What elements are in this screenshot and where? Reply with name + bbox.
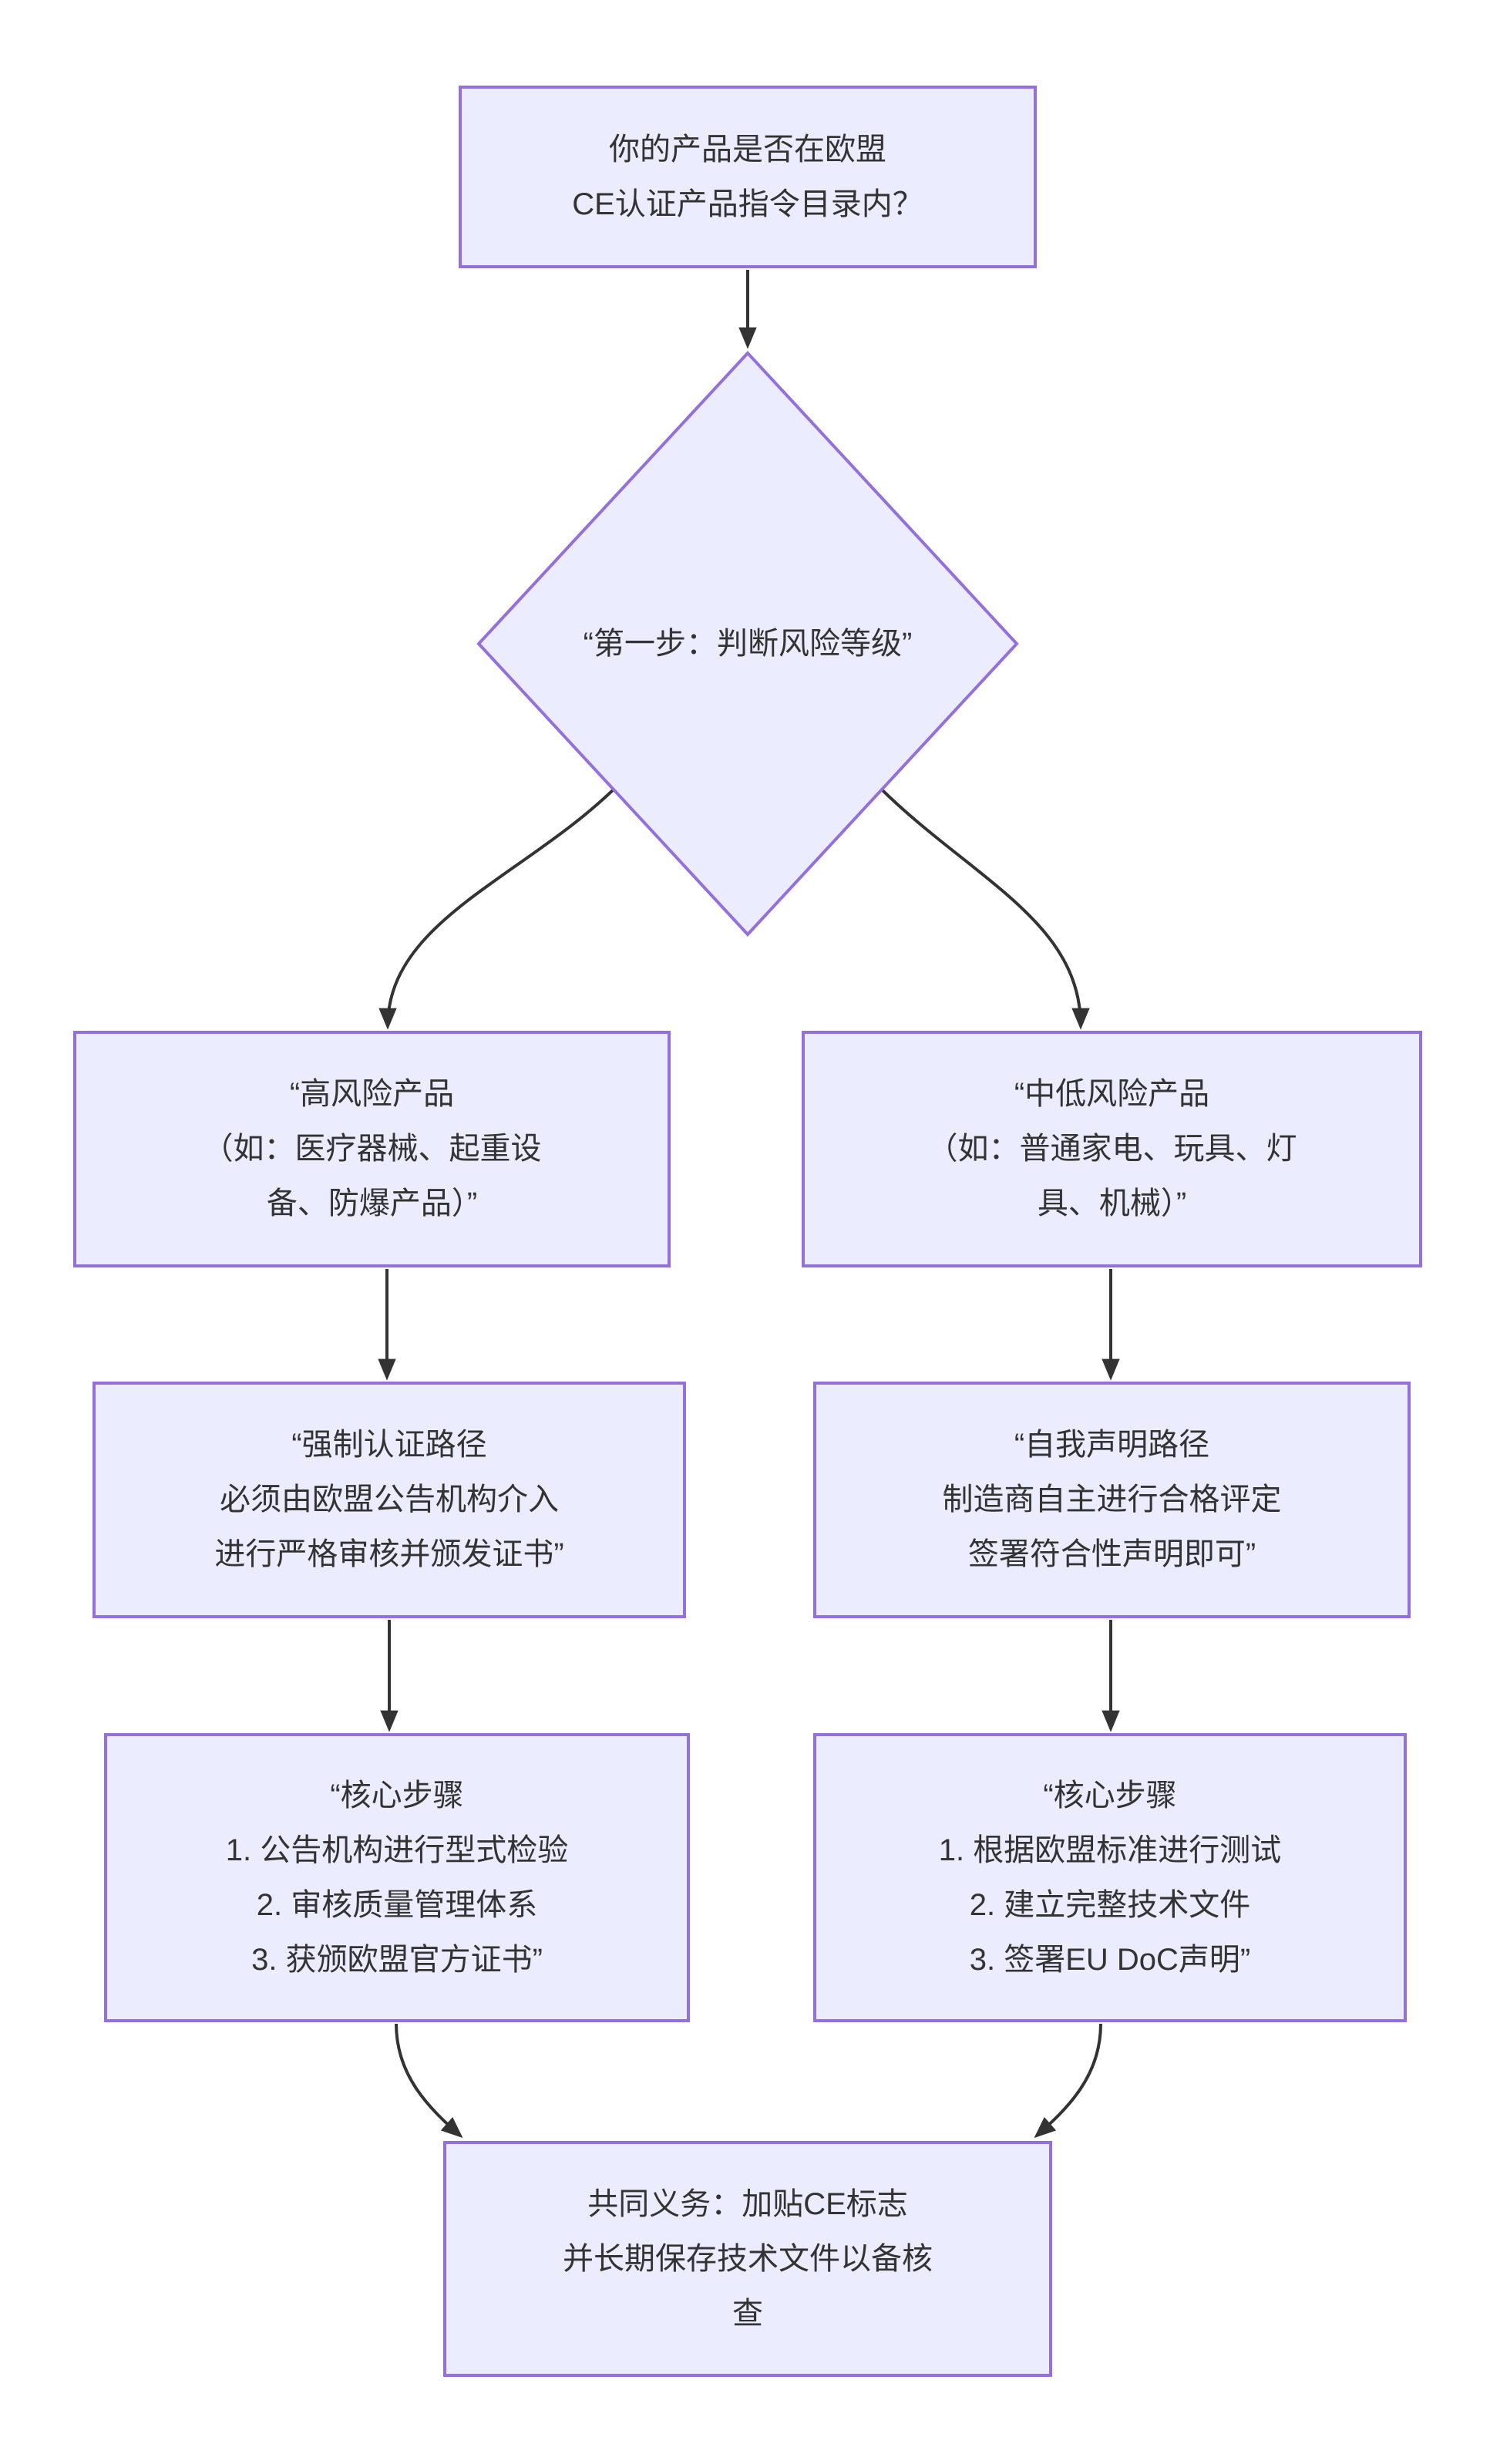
node-low-risk: “中低风险产品 （如：普通家电、玩具、灯具、机械）” [802, 1031, 1422, 1267]
label-line: 具、机械）” [1037, 1187, 1187, 1220]
label-line: CE认证产品指令目录内？ [572, 187, 923, 221]
label-line: “强制认证路径 [291, 1428, 487, 1462]
label-line: “自我声明路径 [1014, 1428, 1210, 1462]
label-line: 3. 获颁欧盟官方证书” [251, 1942, 543, 1977]
label-line: 你的产品是否在欧盟 [609, 132, 886, 167]
label-line: （如：医疗器械、起重设 [202, 1132, 542, 1166]
label-line: 制造商自主进行合格评定 [942, 1483, 1282, 1516]
node-high-risk: “高风险产品 （如：医疗器械、起重设备、防爆产品）” [73, 1031, 671, 1267]
label-line: 备、防爆产品）” [266, 1187, 478, 1220]
edge-mandatory-steps-to-common-duty [395, 2023, 463, 2139]
node-mandatory-path: “强制认证路径必须由欧盟公告机构介入进行严格审核并颁发证书” [92, 1382, 686, 1618]
label-line: 进行严格审核并颁发证书” [214, 1537, 564, 1571]
node-self-declare-path: “自我声明路径制造商自主进行合格评定签署符合性声明即可” [813, 1382, 1411, 1618]
label-line: “第一步：判断风险等级” [583, 626, 913, 661]
label-line: 2. 建立完整技术文件 [969, 1887, 1251, 1922]
node-mandatory-steps: “核心步骤 1. 公告机构进行型式检验 2. 审核质量管理体系 3. 获颁欧盟官方证书… [104, 1733, 690, 2022]
label-line: 必须由欧盟公告机构介入 [220, 1483, 559, 1516]
label-line: 2. 审核质量管理体系 [256, 1887, 538, 1922]
label-line: 并长期保存技术文件以备核 [563, 2241, 933, 2276]
node-decision-label: “第一步：判断风险等级” [478, 590, 1017, 698]
label-line: 1. 根据欧盟标准进行测试 [938, 1833, 1282, 1867]
node-start: 你的产品是否在欧盟 CE认证产品指令目录内？ [459, 86, 1037, 268]
label-line: 3. 签署EU DoC声明” [969, 1942, 1251, 1977]
label-line: 签署符合性声明即可” [967, 1537, 1256, 1571]
node-self-declare-steps: “核心步骤 1. 根据欧盟标准进行测试 2. 建立完整技术文件 3. 签署EU DoC… [813, 1733, 1407, 2022]
label-line: 查 [732, 2296, 763, 2331]
label-line: 1. 公告机构进行型式检验 [225, 1833, 569, 1867]
node-common-duty: 共同义务：加贴CE标志并长期保存技术文件以备核查 [443, 2141, 1052, 2377]
edge-decision-to-low-risk [869, 777, 1090, 1030]
edge-self-declare-steps-to-common-duty [1034, 2023, 1102, 2139]
label-line: “核心步骤 [1043, 1778, 1177, 1813]
label-line: “中低风险产品 [1014, 1077, 1210, 1111]
decision-diamond-shape [476, 351, 1019, 937]
label-line: “核心步骤 [330, 1778, 464, 1813]
label-line: “高风险产品 [289, 1077, 455, 1111]
edge-decision-to-high-risk [378, 777, 626, 1030]
label-line: 共同义务：加贴CE标志 [587, 2186, 908, 2221]
label-line: （如：普通家电、玩具、灯 [927, 1132, 1297, 1166]
